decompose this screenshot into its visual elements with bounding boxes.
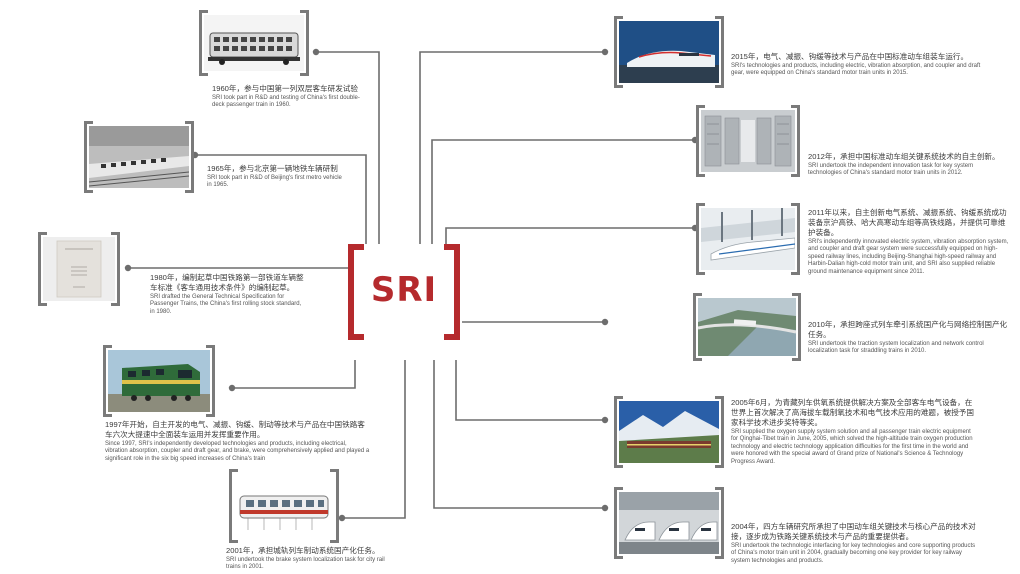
frame-bracket: [111, 232, 120, 306]
frame-bracket: [791, 203, 800, 275]
caption-en: SRI drafted the General Technical Specif…: [150, 294, 302, 315]
milestone-1980-image: [38, 232, 120, 306]
milestone-2005-image: [614, 396, 724, 468]
frame-bracket: [38, 232, 47, 306]
milestone-1997-caption: 1997年开始，自主开发的电气、减振、钩缓、制动等技术与产品在中国铁路客车六次大…: [105, 420, 370, 463]
locomotive-photo: [108, 350, 210, 412]
caption-zh: 1980年，编制起草中国铁路第一部铁道车辆整车标准《客车通用技术条件》的编制起草…: [150, 273, 304, 292]
frame-bracket: [103, 345, 112, 417]
milestone-1965-caption: 1965年，参与北京第一辆地铁车辆研制 SRI took part in R&D…: [207, 164, 347, 190]
milestone-1960-image: [199, 10, 309, 76]
logo-text: SRI: [370, 270, 438, 310]
caption-en: SRI undertook the technologic interfacin…: [731, 543, 976, 564]
frame-bracket: [696, 203, 705, 275]
frame-bracket: [206, 345, 215, 417]
logo-right-bracket: [444, 244, 460, 340]
frame-bracket: [715, 16, 724, 88]
double-deck-train-photo: [204, 15, 304, 71]
qinghai-tibet-train-photo: [619, 401, 719, 463]
frame-bracket: [715, 487, 724, 559]
milestone-2010-image: [693, 293, 801, 361]
milestone-2011-caption: 2011年以来，自主创新电气系统、减振系统、钩缓系统成功装备京沪高铁、哈大高寒动…: [808, 208, 1012, 276]
frame-bracket: [614, 16, 623, 88]
caption-zh: 2004年，四方车辆研究所承担了中国动车组关键技术与核心产品的技术对接，逐步成为…: [731, 522, 976, 541]
frame-bracket: [614, 396, 623, 468]
frame-bracket: [614, 487, 623, 559]
caption-zh: 1965年，参与北京第一辆地铁车辆研制: [207, 164, 338, 173]
city-rail-train-photo: [234, 474, 334, 538]
frame-bracket: [199, 10, 208, 76]
connector-2001: [342, 360, 406, 519]
frame-bracket: [693, 293, 702, 361]
caption-en: SRI undertook the traction system locali…: [808, 341, 984, 355]
caption-en: SRI took part in R&D of Beijing's first …: [207, 175, 342, 189]
frame-bracket: [330, 469, 339, 543]
frame-bracket: [185, 121, 194, 193]
milestone-2001-caption: 2001年，承担城轨列车制动系统国产化任务。 SRI undertook the…: [226, 546, 391, 572]
milestone-2011-image: [696, 203, 800, 275]
equipment-room-photo: [701, 110, 795, 172]
metro-vehicle-photo: [89, 126, 189, 188]
connector-2004: [433, 360, 605, 509]
snow-train-photo: [701, 208, 795, 270]
milestone-2010-caption: 2010年，承担跨座式列车牵引系统国产化与网络控制国产化任务。 SRI unde…: [808, 320, 1008, 356]
caption-en: SRI's independently innovated electric s…: [808, 239, 1009, 275]
specification-document-photo: [43, 237, 115, 301]
milestone-1960-caption: 1960年，参与中国第一列双层客车研发试验 SRI took part in R…: [212, 84, 362, 110]
milestone-1980-caption: 1980年，编制起草中国铁路第一部铁道车辆整车标准《客车通用技术条件》的编制起草…: [150, 273, 305, 316]
sri-logo: SRI: [348, 244, 460, 340]
frame-bracket: [696, 105, 705, 177]
caption-zh: 2011年以来，自主创新电气系统、减振系统、钩缓系统成功装备京沪高铁、哈大高寒动…: [808, 208, 1007, 237]
connector-1965: [195, 154, 367, 244]
caption-zh: 2015年，电气、减振、钩缓等技术与产品在中国标准动车组装车运行。: [731, 52, 969, 61]
connector-2012: [431, 139, 695, 244]
milestone-1997-image: [103, 345, 215, 417]
frame-bracket: [300, 10, 309, 76]
frame-bracket: [792, 293, 801, 361]
connector-1997: [232, 360, 356, 389]
milestone-2001-image: [229, 469, 339, 543]
high-speed-train-photo: [619, 21, 719, 83]
caption-en: SRI took part in R&D and testing of Chin…: [212, 95, 360, 109]
frame-bracket: [791, 105, 800, 177]
frame-bracket: [229, 469, 238, 543]
connector-2005: [455, 360, 605, 421]
frame-bracket: [715, 396, 724, 468]
caption-zh: 1997年开始，自主开发的电气、减振、钩缓、制动等技术与产品在中国铁路客车六次大…: [105, 420, 365, 439]
caption-zh: 1960年，参与中国第一列双层客车研发试验: [212, 84, 358, 93]
milestone-2012-image: [696, 105, 800, 177]
straddle-monorail-photo: [698, 298, 796, 356]
caption-zh: 2001年，承担城轨列车制动系统国产化任务。: [226, 546, 380, 555]
caption-zh: 2005年6月，为青藏列车供氧系统提供解决方案及全部客车电气设备，在世界上首次解…: [731, 398, 974, 427]
caption-en: SRI undertook the independent innovation…: [808, 163, 974, 177]
connector-2015: [419, 51, 605, 244]
milestone-2004-image: [614, 487, 724, 559]
milestone-2005-caption: 2005年6月，为青藏列车供氧系统提供解决方案及全部客车电气设备，在世界上首次解…: [731, 398, 979, 466]
caption-en: SRI undertook the brake system localizat…: [226, 557, 385, 571]
milestone-2012-caption: 2012年，承担中国标准动车组关键系统技术的自主创新。 SRI undertoo…: [808, 152, 1008, 178]
connector-1960: [316, 51, 380, 244]
frame-bracket: [84, 121, 93, 193]
caption-en: SRI's technologies and products, includi…: [731, 63, 981, 77]
milestone-2015-image: [614, 16, 724, 88]
milestone-2015-caption: 2015年，电气、减振、钩缓等技术与产品在中国标准动车组装车运行。 SRI's …: [731, 52, 981, 78]
milestone-2004-caption: 2004年，四方车辆研究所承担了中国动车组关键技术与核心产品的技术对接，逐步成为…: [731, 522, 981, 565]
caption-zh: 2010年，承担跨座式列车牵引系统国产化与网络控制国产化任务。: [808, 320, 1008, 339]
logo-left-bracket: [348, 244, 364, 340]
caption-en: Since 1997, SRI's independently develope…: [105, 441, 370, 462]
caption-zh: 2012年，承担中国标准动车组关键系统技术的自主创新。: [808, 152, 1000, 161]
caption-en: SRI supplied the oxygen supply system so…: [731, 429, 973, 465]
motor-train-units-photo: [619, 492, 719, 554]
connector-2011: [445, 227, 695, 244]
milestone-1965-image: [84, 121, 194, 193]
